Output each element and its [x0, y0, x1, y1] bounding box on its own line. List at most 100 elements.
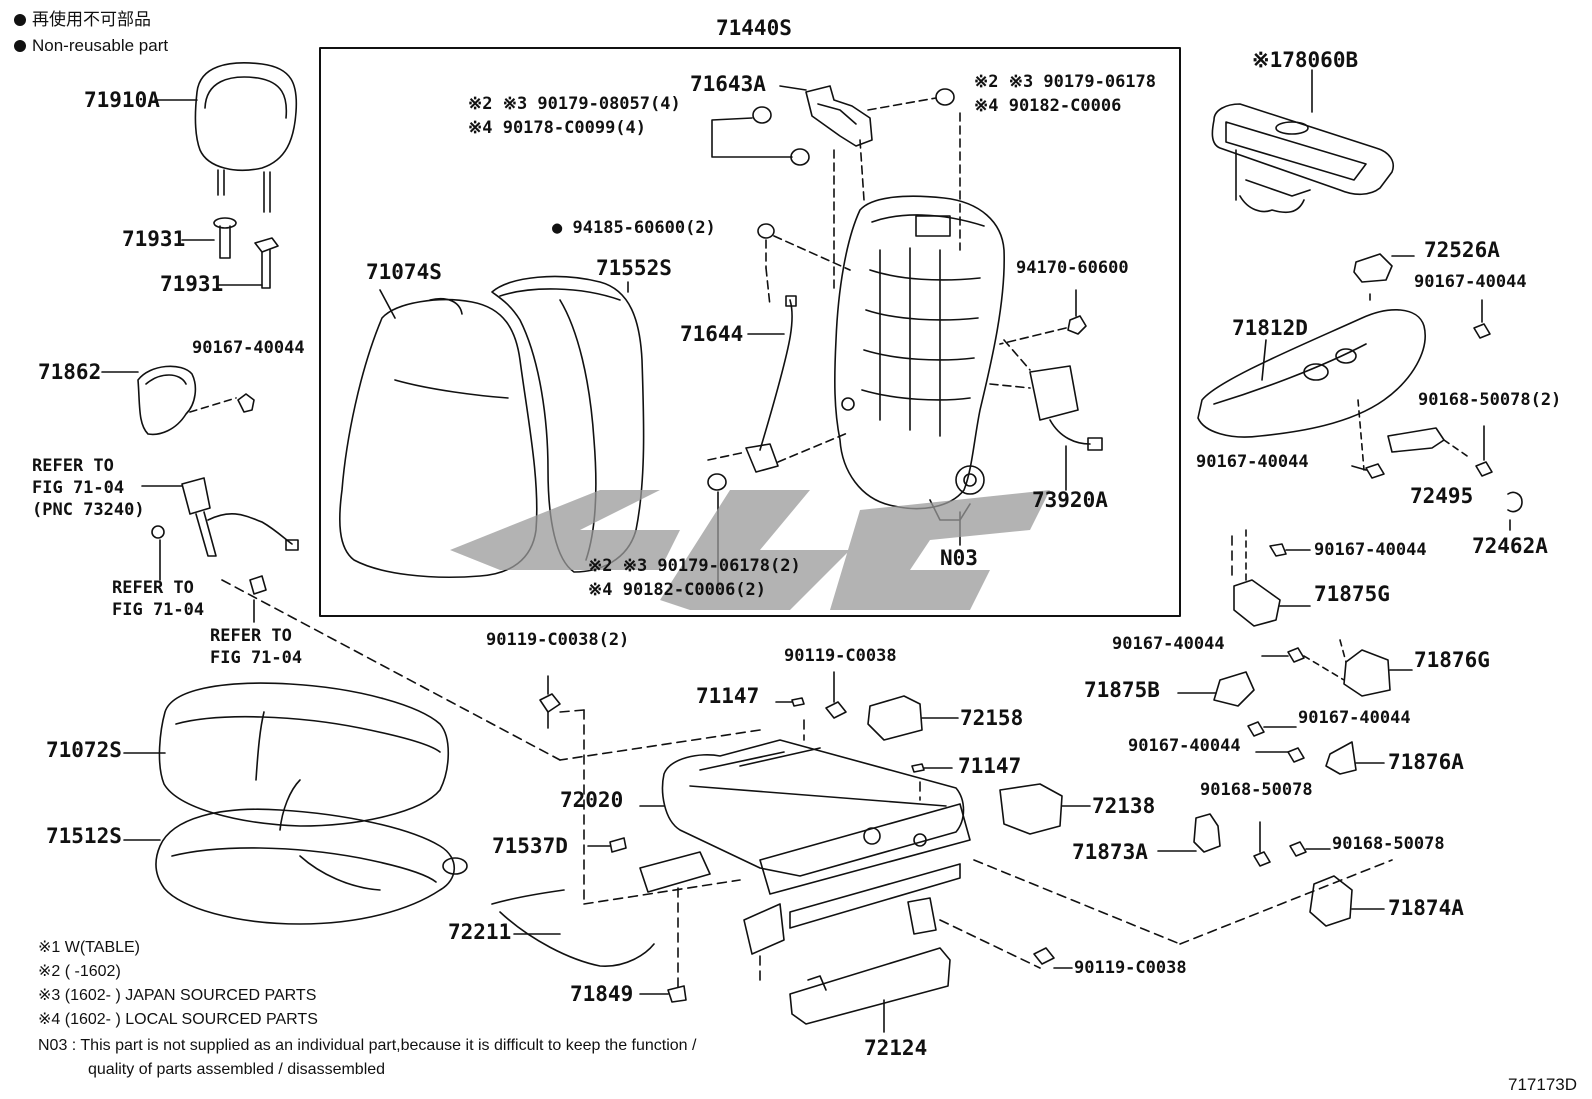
bolt-top-left-line2[interactable]: ※4 90178-C0099(4) [468, 118, 647, 138]
cover-72124-shape [789, 947, 951, 1033]
bracket-71876A-shape [1255, 741, 1385, 775]
table-note-mark: ※1 [1252, 48, 1283, 72]
note-1: ※1 W(TABLE) [38, 939, 141, 956]
part-71644[interactable]: 71644 [680, 322, 744, 346]
part-72495[interactable]: 72495 [1410, 484, 1474, 508]
part-71876G[interactable]: 71876G [1414, 648, 1490, 672]
legend-line-english: Non-reusable part [32, 36, 169, 55]
wire-72211-shape [491, 889, 655, 967]
bolt-shapes-bottom [539, 671, 1073, 1003]
part-71875G[interactable]: 71875G [1314, 582, 1390, 606]
cover-71875B-shape [1177, 671, 1297, 737]
side-airbag-shape [989, 339, 1103, 491]
bolt-bottom-line2[interactable]: ※4 90182-C0006(2) [588, 580, 767, 600]
bolt-top-right-line1[interactable]: ※2 ※3 90179-06178 [974, 72, 1157, 92]
note-4: ※4 (1602- ) LOCAL SOURCED PARTS [38, 1011, 318, 1028]
part-71812D[interactable]: 71812D [1232, 316, 1308, 340]
bolt-bottom-line1[interactable]: ※2 ※3 90179-06178(2) [588, 556, 801, 576]
refer-belt-line3[interactable]: (PNC 73240) [32, 500, 145, 520]
part-72526A[interactable]: 72526A [1424, 238, 1500, 262]
part-94185-label: 94185-60600(2) [572, 218, 716, 238]
bolt-top-right-line2[interactable]: ※4 90182-C0006 [974, 96, 1122, 116]
knob-72526A-shape [1353, 253, 1415, 283]
part-71876A[interactable]: 71876A [1388, 750, 1464, 774]
seat-cushion-cover-shape [123, 752, 468, 925]
part-72462A[interactable]: 72462A [1472, 534, 1548, 558]
refer-belt-line1: REFER TO [32, 456, 114, 476]
part-71931-lower[interactable]: 71931 [160, 272, 224, 296]
part-71874A[interactable]: 71874A [1388, 896, 1464, 920]
note-3: ※3 (1602- ) JAPAN SOURCED PARTS [38, 987, 317, 1004]
cover-71875G-shape [1233, 529, 1311, 627]
refer-belt-line2[interactable]: FIG 71-04 [32, 478, 125, 498]
part-72138[interactable]: 72138 [1092, 794, 1156, 818]
part-71862[interactable]: 71862 [38, 360, 102, 384]
assembly-guides [559, 535, 1393, 991]
part-72211[interactable]: 72211 [448, 920, 512, 944]
part-90167-40044-c[interactable]: 90167-40044 [1196, 452, 1309, 472]
part-90168-50078-b[interactable]: 90168-50078 [1332, 834, 1445, 854]
refer-c-line2[interactable]: FIG 71-04 [210, 648, 303, 668]
recliner-bracket-shape [711, 85, 961, 291]
refer-c-line1: REFER TO [210, 626, 292, 646]
part-78060B-label: 78060B [1282, 48, 1359, 72]
part-90167-40044-g[interactable]: 90167-40044 [1128, 736, 1241, 756]
seatback-frame-shape [834, 195, 1005, 521]
tray-table-78060B-shape [1211, 69, 1394, 214]
note-n03-line2: quality of parts assembled / disassemble… [88, 1061, 386, 1078]
part-72158[interactable]: 72158 [960, 706, 1024, 730]
part-71875B[interactable]: 71875B [1084, 678, 1160, 702]
part-90119-C0038-b[interactable]: 90119-C0038 [1074, 958, 1187, 978]
part-72124[interactable]: 72124 [864, 1036, 928, 1060]
part-72020[interactable]: 72020 [560, 788, 624, 812]
part-73920A[interactable]: 73920A [1032, 488, 1108, 512]
clip-94170-shape [999, 289, 1087, 345]
part-71147-a[interactable]: 71147 [696, 684, 760, 708]
cover-72138-shape [999, 783, 1091, 835]
part-90168-50078-2[interactable]: 90168-50078(2) [1418, 390, 1562, 410]
part-90167-40044-f[interactable]: 90167-40044 [1298, 708, 1411, 728]
part-90167-40044-left[interactable]: 90167-40044 [192, 338, 305, 358]
group-label-71440S[interactable]: 71440S [716, 16, 792, 40]
part-N03[interactable]: N03 [940, 546, 978, 570]
headrest-shape [154, 62, 298, 213]
part-71910A[interactable]: 71910A [84, 88, 160, 112]
refer-b-line1: REFER TO [112, 578, 194, 598]
part-71072S[interactable]: 71072S [46, 738, 122, 762]
seat-track-72020-shape [639, 739, 971, 955]
part-71873A[interactable]: 71873A [1072, 840, 1148, 864]
part-90167-40044-e[interactable]: 90167-40044 [1112, 634, 1225, 654]
bolt-top-left-line1[interactable]: ※2 ※3 90179-08057(4) [468, 94, 681, 114]
trim-cover-71862 [101, 365, 255, 436]
part-90167-40044-d[interactable]: 90167-40044 [1314, 540, 1427, 560]
seatback-group-frame [319, 47, 1181, 617]
bracket-71874A-shape [1309, 875, 1385, 927]
cover-72158-shape [867, 695, 959, 741]
legend-line-japanese: 再使用不可部品 [32, 10, 151, 29]
part-71147-b[interactable]: 71147 [958, 754, 1022, 778]
side-shield-71812D-shape [1197, 289, 1426, 471]
part-90119-C0038-a[interactable]: 90119-C0038 [784, 646, 897, 666]
part-90168-50078-a[interactable]: 90168-50078 [1200, 780, 1313, 800]
part-71537D[interactable]: 71537D [492, 834, 568, 858]
bracket-71873A-shape [1157, 813, 1331, 867]
part-71552S[interactable]: 71552S [596, 256, 672, 280]
part-94170-60600[interactable]: 94170-60600 [1016, 258, 1129, 278]
part-78060B[interactable]: ※178060B [1252, 50, 1358, 71]
part-90167-40044-b[interactable]: 90167-40044 [1414, 272, 1527, 292]
part-90119-C0038-2[interactable]: 90119-C0038(2) [486, 630, 630, 650]
non-reusable-mark: ● [552, 218, 563, 238]
part-71849[interactable]: 71849 [570, 982, 634, 1006]
part-71931-upper[interactable]: 71931 [122, 227, 186, 251]
part-71074S[interactable]: 71074S [366, 260, 442, 284]
note-n03-line1: N03 : This part is not supplied as an in… [38, 1037, 697, 1054]
part-94185-60600[interactable]: ● 94185-60600(2) [552, 220, 716, 237]
watermark-logo [450, 490, 1050, 610]
part-71512S[interactable]: 71512S [46, 824, 122, 848]
part-71643A[interactable]: 71643A [690, 72, 766, 96]
refer-b-line2[interactable]: FIG 71-04 [112, 600, 205, 620]
figure-code: 717173D [1508, 1075, 1578, 1094]
note-2: ※2 ( -1602) [38, 963, 121, 980]
